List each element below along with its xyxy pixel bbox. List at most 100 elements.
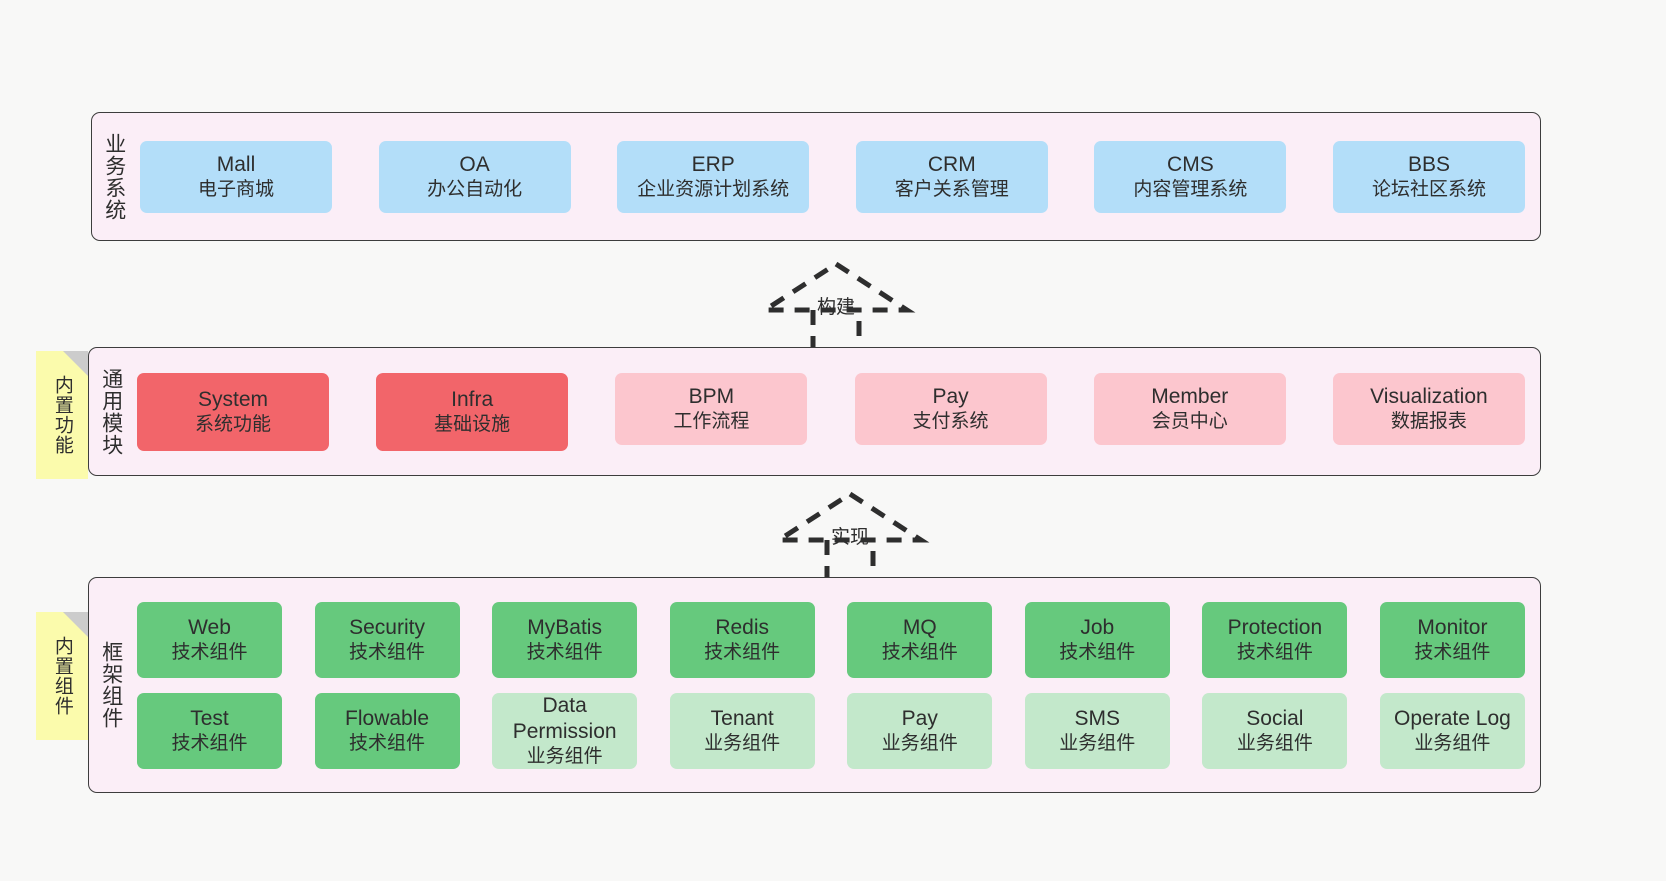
node-title-en: Data Permission xyxy=(512,694,617,743)
node-title-cn: 内容管理系统 xyxy=(1133,178,1248,200)
node-title-en: Operate Log xyxy=(1394,707,1511,731)
node-title-en: Web xyxy=(188,616,231,640)
node-title-cn: 电子商城 xyxy=(197,178,274,200)
layer-body-business-system: Mall 电子商城 OA 办公自动化 ERP 企业资源计划系统 CRM 客户关系… xyxy=(136,113,1540,240)
node-pay-component[interactable]: Pay 业务组件 xyxy=(847,692,993,769)
node-title-en: Pay xyxy=(932,385,969,409)
node-cms[interactable]: CMS 内容管理系统 xyxy=(1094,140,1287,213)
sticky-note-label: 内置功能 xyxy=(51,375,73,455)
node-title-en: System xyxy=(197,388,268,412)
node-title-en: Job xyxy=(1080,616,1115,640)
connector-implement-label: 实现 xyxy=(830,527,870,548)
layer-title-common-module: 通用模块 xyxy=(99,367,123,456)
node-title-en: Mall xyxy=(216,153,256,177)
node-title-cn: 技术组件 xyxy=(171,641,248,663)
node-member[interactable]: Member 会员中心 xyxy=(1093,372,1286,445)
node-security[interactable]: Security 技术组件 xyxy=(314,601,460,678)
node-pay[interactable]: Pay 支付系统 xyxy=(854,372,1047,445)
layer-body-framework-component: Web 技术组件 Security 技术组件 MyBatis 技术组件 Redi… xyxy=(133,578,1540,792)
node-bbs[interactable]: BBS 论坛社区系统 xyxy=(1332,140,1525,213)
node-row: Mall 电子商城 OA 办公自动化 ERP 企业资源计划系统 CRM 客户关系… xyxy=(140,140,1525,213)
node-title-en: Member xyxy=(1151,385,1229,409)
node-title-en: Pay xyxy=(901,707,938,731)
node-title-cn: 论坛社区系统 xyxy=(1371,178,1486,200)
node-title-cn: 工作流程 xyxy=(673,410,750,432)
node-title-en: Infra xyxy=(451,388,494,412)
node-tenant[interactable]: Tenant 业务组件 xyxy=(669,692,815,769)
node-title-en: Test xyxy=(190,707,229,731)
node-web[interactable]: Web 技术组件 xyxy=(137,601,282,678)
node-title-cn: 会员中心 xyxy=(1151,410,1228,432)
node-redis[interactable]: Redis 技术组件 xyxy=(669,601,815,678)
node-title-cn: 技术组件 xyxy=(171,732,248,754)
node-title-en: Monitor xyxy=(1417,616,1488,640)
node-title-cn: 技术组件 xyxy=(1059,641,1136,663)
node-mall[interactable]: Mall 电子商城 xyxy=(140,140,332,213)
node-title-en: Social xyxy=(1246,707,1304,731)
node-social[interactable]: Social 业务组件 xyxy=(1202,692,1348,769)
sticky-note-label: 内置组件 xyxy=(51,636,73,716)
node-row: Test 技术组件 Flowable 技术组件 Data Permission … xyxy=(137,692,1525,769)
node-row: Web 技术组件 Security 技术组件 MyBatis 技术组件 Redi… xyxy=(137,601,1525,678)
node-title-en: CMS xyxy=(1167,153,1214,177)
sticky-note-builtin-component: 内置组件 xyxy=(36,612,88,740)
connector-build-label: 构建 xyxy=(816,297,856,318)
node-mq[interactable]: MQ 技术组件 xyxy=(847,601,993,678)
node-title-cn: 业务组件 xyxy=(1414,732,1491,754)
node-title-cn: 业务组件 xyxy=(704,732,781,754)
node-job[interactable]: Job 技术组件 xyxy=(1024,601,1170,678)
node-title-en: SMS xyxy=(1074,707,1121,731)
node-title-en: OA xyxy=(459,153,490,177)
sticky-note-builtin-function: 内置功能 xyxy=(36,351,88,479)
node-title-cn: 基础设施 xyxy=(434,413,511,435)
node-sms[interactable]: SMS 业务组件 xyxy=(1024,692,1170,769)
node-title-cn: 企业资源计划系统 xyxy=(637,178,790,200)
node-crm[interactable]: CRM 客户关系管理 xyxy=(855,140,1048,213)
node-title-en: ERP xyxy=(691,153,735,177)
node-title-cn: 客户关系管理 xyxy=(894,178,1009,200)
layer-title-framework-component: 框架组件 xyxy=(99,641,123,729)
node-oa[interactable]: OA 办公自动化 xyxy=(378,140,571,213)
node-title-cn: 技术组件 xyxy=(1414,641,1491,663)
node-title-en: Flowable xyxy=(345,707,430,731)
node-bpm[interactable]: BPM 工作流程 xyxy=(615,372,808,445)
node-title-cn: 支付系统 xyxy=(912,410,989,432)
layer-title-business-system: 业务系统 xyxy=(102,132,126,221)
node-protection[interactable]: Protection 技术组件 xyxy=(1202,601,1348,678)
connector-implement: 实现 xyxy=(770,488,930,585)
sticky-fold-corner-icon xyxy=(63,351,88,376)
node-monitor[interactable]: Monitor 技术组件 xyxy=(1379,601,1525,678)
node-infra[interactable]: Infra 基础设施 xyxy=(376,372,569,451)
node-title-en: CRM xyxy=(927,153,976,177)
node-row: System 系统功能 Infra 基础设施 BPM 工作流程 Pay 支付系统… xyxy=(137,372,1525,451)
node-flowable[interactable]: Flowable 技术组件 xyxy=(314,692,460,769)
layer-common-module: 通用模块 System 系统功能 Infra 基础设施 BPM 工作流程 Pay xyxy=(88,347,1541,476)
node-title-cn: 数据报表 xyxy=(1390,410,1467,432)
node-title-en: Redis xyxy=(715,616,770,640)
node-title-en: BBS xyxy=(1407,153,1450,177)
node-title-cn: 系统功能 xyxy=(194,413,271,435)
node-data-permission[interactable]: Data Permission 业务组件 xyxy=(492,692,638,769)
node-title-cn: 业务组件 xyxy=(526,745,603,767)
node-title-cn: 技术组件 xyxy=(881,641,958,663)
node-title-en: MyBatis xyxy=(527,616,602,640)
node-erp[interactable]: ERP 企业资源计划系统 xyxy=(617,140,810,213)
node-title-cn: 技术组件 xyxy=(704,641,781,663)
node-test[interactable]: Test 技术组件 xyxy=(137,692,282,769)
node-title-en: Security xyxy=(349,616,425,640)
node-title-en: Protection xyxy=(1227,616,1323,640)
layer-business-system: 业务系统 Mall 电子商城 OA 办公自动化 ERP 企业资源计划系统 CRM xyxy=(91,112,1541,241)
node-visualization[interactable]: Visualization 数据报表 xyxy=(1332,372,1525,445)
node-title-en: Tenant xyxy=(710,707,774,731)
node-title-cn: 办公自动化 xyxy=(427,178,523,200)
node-system[interactable]: System 系统功能 xyxy=(137,372,329,451)
node-mybatis[interactable]: MyBatis 技术组件 xyxy=(492,601,638,678)
layer-body-common-module: System 系统功能 Infra 基础设施 BPM 工作流程 Pay 支付系统… xyxy=(133,348,1540,475)
node-title-en: Visualization xyxy=(1370,385,1488,409)
node-operate-log[interactable]: Operate Log 业务组件 xyxy=(1379,692,1525,769)
node-title-cn: 业务组件 xyxy=(1236,732,1313,754)
node-title-en: BPM xyxy=(688,385,735,409)
connector-build: 构建 xyxy=(756,258,916,355)
node-title-cn: 业务组件 xyxy=(881,732,958,754)
node-title-cn: 技术组件 xyxy=(349,732,426,754)
